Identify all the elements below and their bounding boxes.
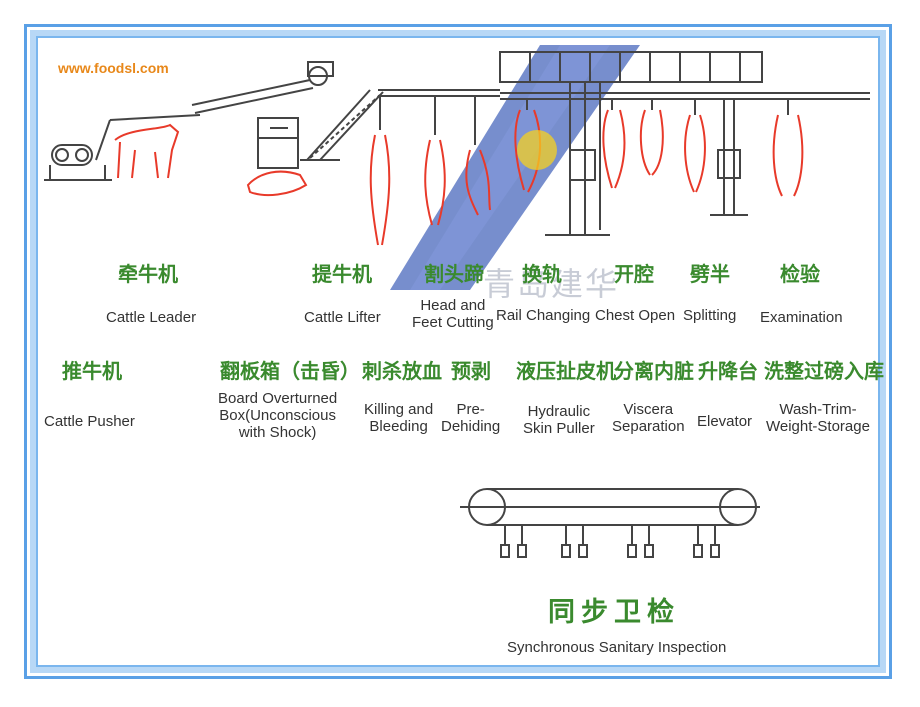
label-cn-overturned-box: 翻板箱（击昏） (220, 359, 360, 383)
label-cn-killing-bleeding: 刺杀放血 (362, 359, 442, 383)
label-en-killing-bleeding: Killing and Bleeding (364, 401, 434, 435)
overhead-rail (378, 89, 870, 100)
label-cn-chest-open: 开腔 (614, 262, 654, 286)
label-cn-splitting: 劈半 (690, 262, 730, 286)
cattle-hanging-6 (639, 109, 664, 176)
label-cn-examination: 检验 (780, 262, 820, 286)
overturned-box (257, 117, 299, 169)
watermark-text: 青岛建华 (483, 265, 620, 303)
label-cn-hydraulic-skin-puller: 液压扯皮机 (516, 359, 616, 383)
logo-watermark (390, 45, 640, 290)
elevator-platform (710, 100, 748, 216)
label-en-cattle-pusher: Cattle Pusher (44, 413, 135, 430)
label-cn-elevator: 升降台 (698, 359, 758, 383)
cattle-lying (246, 170, 308, 197)
label-en-examination: Examination (760, 309, 843, 326)
label-en-splitting: Splitting (683, 307, 737, 324)
label-cn-cattle-lifter: 提牛机 (312, 262, 372, 286)
label-en-wash-trim-storage: Wash-Trim- Weight-Storage (766, 401, 870, 435)
label-en-cattle-leader: Cattle Leader (106, 309, 197, 326)
cattle-hanging-1 (369, 134, 391, 246)
label-en-overturned-box: Board Overturned Box(Unconscious with Sh… (218, 390, 338, 441)
sync-inspection-conveyor (460, 488, 760, 558)
label-en-head-feet-cutting: Head and Feet Cutting (412, 297, 494, 331)
label-cn-wash-trim-storage: 洗整过磅入库 (764, 359, 884, 383)
cattle-standing (114, 123, 180, 179)
label-cn-pre-dehiding: 预剥 (451, 359, 491, 383)
highlight-marker (517, 130, 557, 170)
label-en-pre-dehiding: Pre- Dehiding (441, 401, 501, 435)
label-en-rail-changing: Rail Changing (496, 307, 591, 324)
cattle-leader-machine (44, 114, 201, 181)
cattle-hanging-2 (424, 139, 446, 226)
label-en-chest-open: Chest Open (595, 307, 676, 324)
cattle-lifter (300, 89, 384, 161)
cattle-figures (114, 109, 804, 246)
label-cn-sync-inspection: 同步卫检 (548, 597, 680, 628)
label-en-elevator: Elevator (697, 413, 753, 430)
cattle-hanging-7 (684, 114, 706, 193)
label-cn-rail-changing: 换轨 (522, 262, 562, 286)
label-en-sync-inspection: Synchronous Sanitary Inspection (507, 639, 727, 656)
rail-changing-frame (499, 51, 763, 236)
cattle-hanging-5 (602, 109, 626, 189)
label-en-hydraulic-skin-puller: Hydraulic Skin Puller (523, 403, 595, 437)
cattle-hanging-8 (772, 114, 804, 197)
label-cn-head-feet-cutting: 割头蹄 (424, 262, 484, 286)
label-cn-cattle-pusher: 推牛机 (62, 359, 122, 383)
hanging-hooks (379, 96, 789, 145)
inner-frame (36, 36, 880, 667)
label-cn-viscera-separation: 分离内脏 (614, 359, 694, 383)
outer-frame (24, 24, 892, 679)
label-cn-cattle-leader: 牵牛机 (118, 262, 178, 286)
label-en-viscera-separation: Viscera Separation (612, 401, 685, 435)
cattle-hanging-3 (465, 149, 491, 216)
label-en-cattle-lifter: Cattle Lifter (304, 309, 381, 326)
incline-conveyor (191, 61, 334, 114)
website-label: www.foodsl.com (58, 60, 169, 76)
